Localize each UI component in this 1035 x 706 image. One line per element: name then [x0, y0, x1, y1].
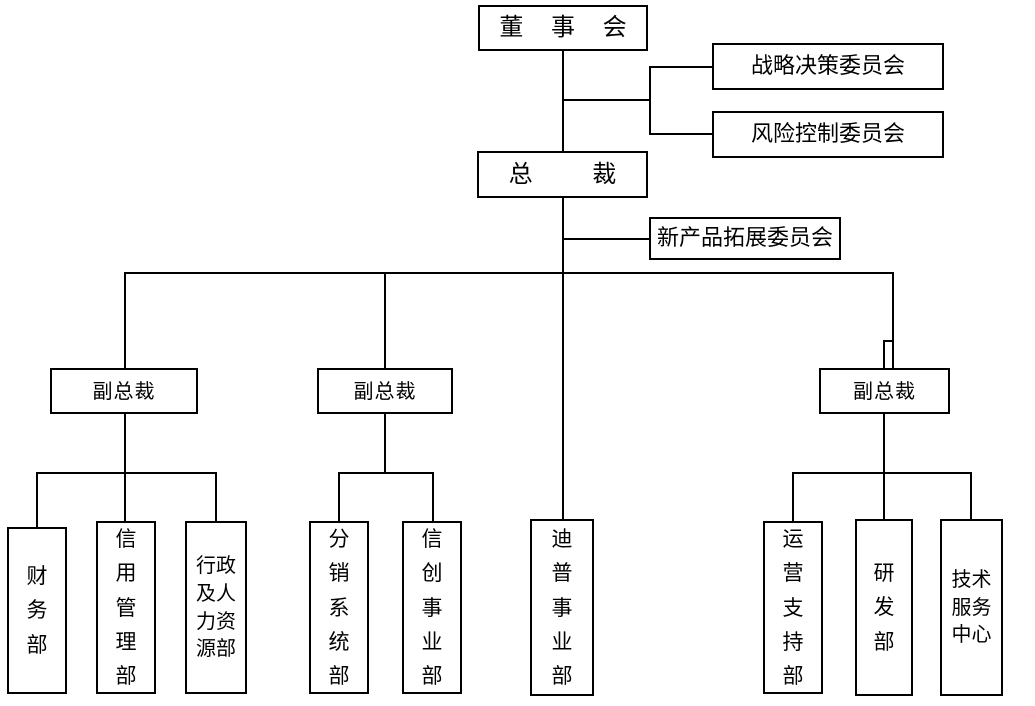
connector-vp-2-drop-2	[432, 472, 434, 528]
node-vice-president-3[interactable]: 副总裁	[819, 368, 950, 414]
node-operations-support-department[interactable]: 运 营 支 持 部	[763, 521, 823, 694]
connector-vp-1-drop-3	[215, 472, 217, 528]
node-risk-control-committee[interactable]: 风险控制委员会	[712, 111, 944, 158]
node-finance-department-label: 财 务 部	[26, 564, 48, 657]
connector-vp-1-drop-2	[124, 472, 126, 528]
node-vice-president-3-label: 副总裁	[853, 378, 916, 403]
connector-committee-bracket-vertical	[649, 67, 651, 135]
connector-bus-to-vp-1	[124, 272, 126, 369]
connector-vp-3-elbow	[883, 340, 885, 369]
connector-to-new-product-committee	[562, 238, 651, 240]
node-risk-control-committee-label: 风险控制委员会	[750, 121, 905, 147]
node-research-and-development-department-label: 研 发 部	[873, 561, 895, 654]
node-new-product-development-committee-label: 新产品拓展委员会	[656, 225, 833, 251]
node-strategy-decision-committee-label: 战略决策委员会	[750, 53, 905, 79]
connector-vp-3-drop-3	[970, 472, 972, 528]
node-distribution-system-department-label: 分 销 系 统 部	[328, 527, 350, 688]
node-administration-and-hr-department-label: 行政 及人 力资 源部	[196, 553, 236, 661]
node-credit-management-department-label: 信 用 管 理 部	[115, 527, 137, 688]
node-board-of-directors[interactable]: 董 事 会	[478, 5, 648, 51]
node-xinchuang-business-unit-label: 信 创 事 业 部	[421, 527, 443, 688]
node-vice-president-1[interactable]: 副总裁	[50, 368, 198, 414]
node-distribution-system-department[interactable]: 分 销 系 统 部	[309, 521, 369, 694]
connector-president-trunk	[562, 198, 564, 528]
node-vice-president-1-label: 副总裁	[92, 378, 156, 403]
connector-vp-2-drop-1	[338, 472, 340, 528]
connector-vp-3-elbow-horizontal	[883, 340, 894, 342]
node-dptech-business-unit-label: 迪 普 事 业 部	[551, 527, 573, 688]
connector-vp-3-stem	[883, 414, 885, 473]
connector-to-strategy-committee	[649, 66, 713, 68]
connector-vp-3-bus	[792, 472, 972, 474]
node-operations-support-department-label: 运 营 支 持 部	[782, 527, 804, 688]
node-vice-president-2-label: 副总裁	[353, 378, 417, 403]
node-new-product-development-committee[interactable]: 新产品拓展委员会	[649, 217, 841, 260]
connector-vp-1-bus	[36, 472, 216, 474]
connector-vp-1-stem	[124, 414, 126, 473]
node-credit-management-department[interactable]: 信 用 管 理 部	[96, 521, 156, 694]
connector-bus-to-vp-2	[384, 272, 386, 369]
node-technical-service-center[interactable]: 技术 服务 中心	[940, 519, 1003, 696]
node-strategy-decision-committee[interactable]: 战略决策委员会	[712, 43, 944, 90]
connector-to-risk-committee	[649, 133, 713, 135]
connector-vp-3-drop-2	[883, 472, 885, 528]
node-president-label: 总 裁	[508, 159, 643, 188]
connector-vp-3-drop-1	[792, 472, 794, 528]
node-board-of-directors-label: 董 事 会	[499, 13, 637, 42]
connector-vp-2-bus	[338, 472, 434, 474]
node-dptech-business-unit[interactable]: 迪 普 事 业 部	[530, 519, 594, 696]
connector-vp-1-drop-1	[36, 472, 38, 528]
connector-vp-2-stem	[384, 414, 386, 473]
node-technical-service-center-label: 技术 服务 中心	[951, 567, 992, 647]
node-administration-and-hr-department[interactable]: 行政 及人 力资 源部	[185, 521, 247, 694]
connector-bus-to-vp-3	[892, 272, 894, 369]
node-vice-president-2[interactable]: 副总裁	[317, 368, 453, 414]
connector-main-bus	[124, 272, 894, 274]
node-president[interactable]: 总 裁	[477, 151, 648, 198]
node-finance-department[interactable]: 财 务 部	[7, 527, 67, 694]
node-research-and-development-department[interactable]: 研 发 部	[855, 519, 913, 696]
node-xinchuang-business-unit[interactable]: 信 创 事 业 部	[402, 521, 462, 694]
connector-board-to-committee-bracket	[562, 99, 651, 101]
